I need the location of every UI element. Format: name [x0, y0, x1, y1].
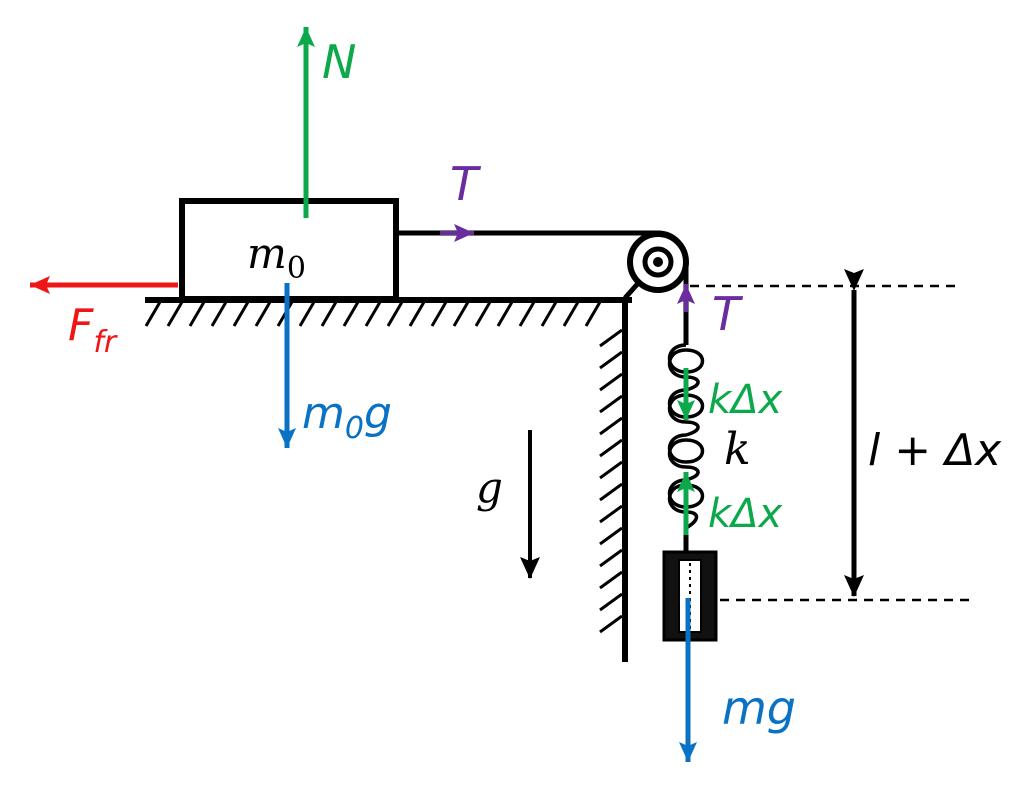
- spring-constant-label: k: [724, 424, 751, 475]
- block-label: m0: [247, 229, 306, 286]
- block-m0: [179, 198, 399, 302]
- spring-force-label-top: kΔx: [708, 377, 783, 423]
- hanging-weight-label: mg: [722, 681, 796, 735]
- tension-label-top: T: [450, 157, 482, 211]
- pulley: [623, 231, 689, 300]
- tension-label-side: T: [712, 287, 744, 341]
- friction-label: Ffr: [68, 300, 118, 360]
- gravity-label: g: [476, 463, 503, 512]
- spring-force-label-bottom: kΔx: [708, 491, 783, 537]
- length-label: l + Δx: [868, 425, 1002, 476]
- normal-force-label: N: [322, 35, 356, 89]
- wall-surface: [599, 300, 628, 662]
- block-weight-label: m0g: [302, 388, 392, 446]
- spring: [667, 343, 705, 530]
- table-surface: [144, 297, 632, 327]
